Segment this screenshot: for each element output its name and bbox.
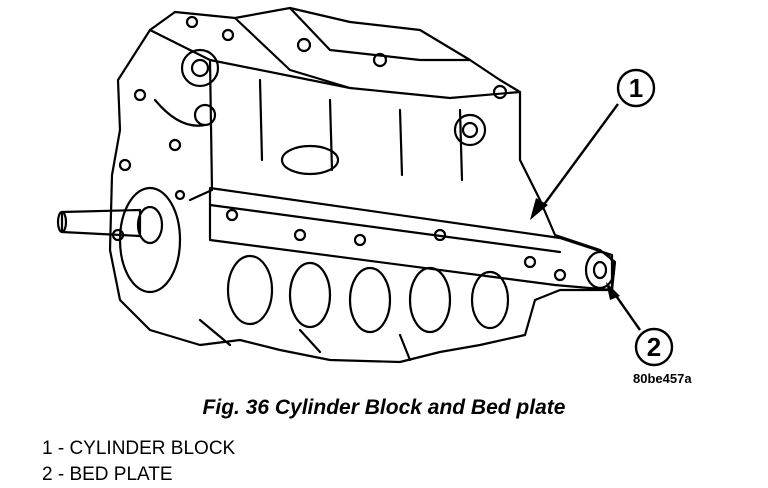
callout-2-label: 2 <box>647 332 661 362</box>
callout-1-circle <box>616 68 656 108</box>
cylinder-block-drawing <box>56 6 617 364</box>
callout-1-leader <box>539 103 619 211</box>
callout-legend: 1 - CYLINDER BLOCK 2 - BED PLATE <box>42 436 235 488</box>
callout-2-circle <box>634 327 674 367</box>
legend-item-cylinder-block: 1 - CYLINDER BLOCK <box>42 438 236 459</box>
engine-block-illustration: 1 2 80be457a <box>56 6 692 386</box>
figure-caption: Fig. 36 Cylinder Block and Bed plate <box>202 396 566 419</box>
callout-1-label: 1 <box>629 73 643 103</box>
legend-item-bed-plate: 2 - BED PLATE <box>42 464 173 485</box>
bed-plate-drawing <box>208 186 616 292</box>
figure-reference-code: 80be457a <box>633 371 692 386</box>
callout-2-arrowhead <box>606 282 620 300</box>
callout-2: 2 <box>606 282 674 367</box>
callout-1: 1 <box>530 68 656 220</box>
callout-1-arrowhead <box>530 198 548 220</box>
